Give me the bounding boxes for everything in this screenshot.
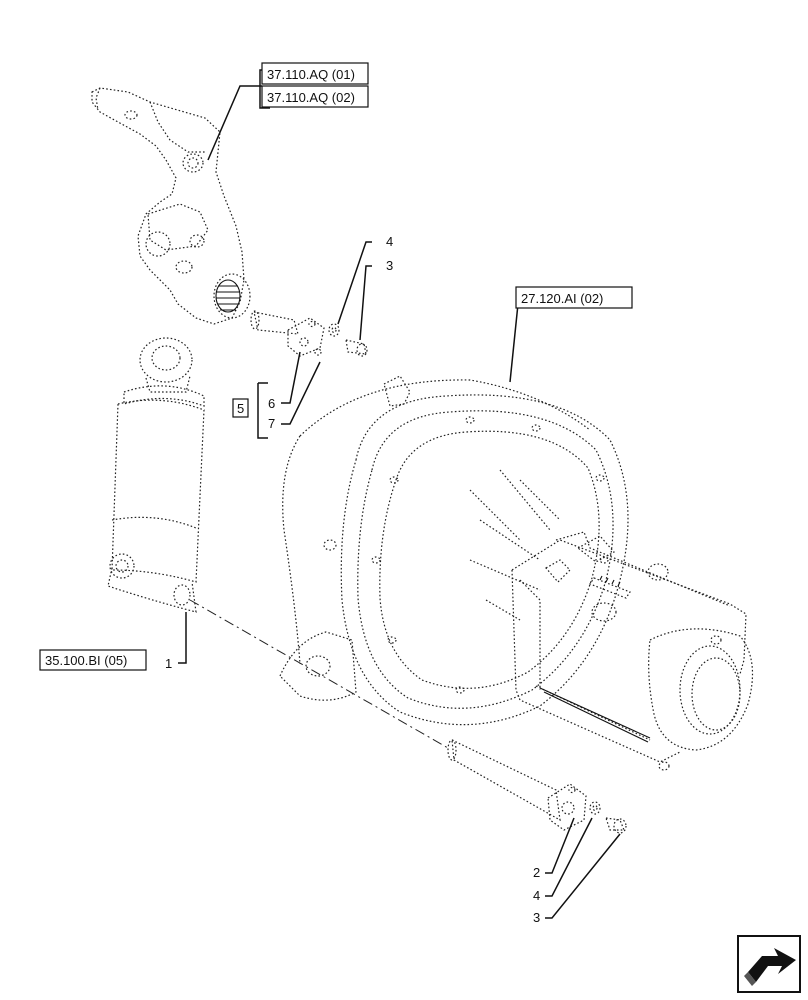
ref-label-cylinder: 35.100.BI (05) — [45, 653, 127, 668]
steering-arm — [91, 87, 251, 325]
pivot-pin-upper — [250, 310, 325, 357]
axle-housing — [279, 375, 754, 771]
callout-7: 7 — [268, 416, 275, 431]
callout-3-lower: 3 — [533, 910, 540, 925]
ref-box-arm-2[interactable]: 37.110.AQ (02) — [261, 85, 369, 108]
ref-box-cylinder[interactable]: 35.100.BI (05) — [39, 649, 147, 671]
callout-4-lower: 4 — [533, 888, 540, 903]
bolt-upper — [345, 339, 368, 357]
ref-box-arm-1[interactable]: 37.110.AQ (01) — [261, 62, 369, 85]
callout-3-upper: 3 — [386, 258, 393, 273]
ref-label-arm-1: 37.110.AQ (01) — [267, 67, 355, 82]
leader-lines — [178, 69, 621, 919]
pivot-pin-lower — [447, 738, 587, 831]
next-page-arrow-icon[interactable] — [737, 935, 801, 993]
ref-label-arm-2: 37.110.AQ (02) — [267, 90, 355, 105]
callout-5: 5 — [237, 401, 244, 416]
bolt-lower — [605, 817, 627, 834]
callout-6: 6 — [268, 396, 275, 411]
callout-1: 1 — [165, 656, 172, 671]
hydraulic-cylinder — [107, 337, 205, 613]
washer-upper — [328, 323, 340, 337]
ref-label-axle: 27.120.AI (02) — [521, 291, 603, 306]
assembly-axis-line — [189, 599, 449, 749]
ref-box-axle[interactable]: 27.120.AI (02) — [515, 286, 633, 309]
washer-lower — [589, 801, 601, 815]
callout-2: 2 — [533, 865, 540, 880]
callout-4-upper: 4 — [386, 234, 393, 249]
ref-box-kit-5: 5 — [232, 398, 249, 418]
